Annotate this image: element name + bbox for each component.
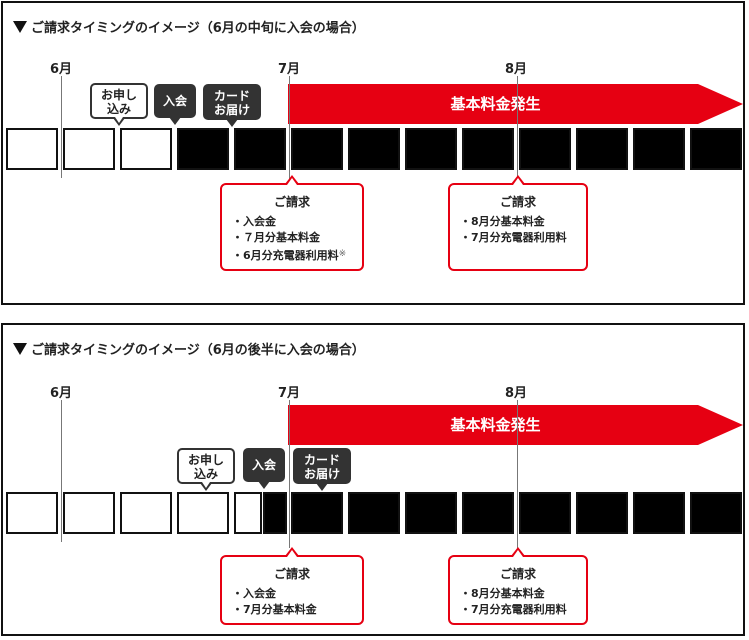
timeline-cell xyxy=(120,492,172,534)
bill-item: 7月分充電器利用料 xyxy=(460,230,576,246)
timeline-cell xyxy=(291,492,343,534)
timeline-cell xyxy=(348,128,400,170)
bill-item: 入会金 xyxy=(232,586,352,602)
bill-item: 7月分基本料金 xyxy=(232,602,352,618)
timeline-cell xyxy=(234,492,262,534)
timeline-cell xyxy=(6,492,58,534)
footnote-mark: ※ xyxy=(338,249,347,259)
timeline-panel-mid-june: ご請求タイミングのイメージ（6月の中旬に入会の場合） 6月 7月 8月 基本料金… xyxy=(1,1,745,305)
join-callout: 入会 xyxy=(243,448,285,489)
august-marker-line xyxy=(517,400,518,548)
june-marker-line xyxy=(61,400,62,542)
apply-callout: お申し 込み xyxy=(90,83,148,126)
timeline-cell xyxy=(690,128,742,170)
timeline-cell xyxy=(633,128,685,170)
timeline-cell xyxy=(462,128,514,170)
month-label-august: 8月 xyxy=(504,386,528,401)
timeline-cell xyxy=(291,128,343,170)
june-marker-line xyxy=(61,76,62,178)
bill-title: ご請求 xyxy=(499,195,536,209)
timeline-cell xyxy=(633,492,685,534)
timeline-cell xyxy=(690,492,742,534)
billing-start-label: 基本料金発生 xyxy=(450,416,541,434)
card-delivery-callout: カード お届け xyxy=(293,448,351,491)
panel-title: ご請求タイミングのイメージ（6月の後半に入会の場合） xyxy=(13,339,365,358)
timeline-cell xyxy=(405,128,457,170)
bill-item: 8月分基本料金 xyxy=(460,586,576,602)
timeline-cell xyxy=(6,128,58,170)
bill-items: 8月分基本料金 7月分充電器利用料 xyxy=(460,214,576,246)
bill-item: ７月分基本料金 xyxy=(232,230,352,246)
month-label-june: 6月 xyxy=(49,386,73,401)
triangle-down-icon xyxy=(13,21,27,33)
bill-item: 6月分充電器利用料※ xyxy=(232,246,352,264)
bill-box-august: ご請求 8月分基本料金 7月分充電器利用料 xyxy=(448,175,588,271)
month-label-june: 6月 xyxy=(49,62,73,77)
month-label-july: 7月 xyxy=(277,62,301,77)
arrow-shape xyxy=(288,84,743,124)
billing-start-arrow: 基本料金発生 xyxy=(288,405,743,445)
bill-title: ご請求 xyxy=(273,567,310,581)
join-callout: 入会 xyxy=(154,84,196,125)
timeline-cell xyxy=(519,492,571,534)
bill-items: 入会金 7月分基本料金 xyxy=(232,586,352,618)
timeline-cell xyxy=(405,492,457,534)
billing-start-arrow: 基本料金発生 xyxy=(288,84,743,124)
bill-box-august: ご請求 8月分基本料金 7月分充電器利用料 xyxy=(448,547,588,625)
july-marker-line xyxy=(289,76,290,181)
timeline-cell xyxy=(63,128,115,170)
bill-item: 8月分基本料金 xyxy=(460,214,576,230)
timeline-cell xyxy=(348,492,400,534)
bill-item: 7月分充電器利用料 xyxy=(460,602,576,618)
timeline-cell xyxy=(177,492,229,534)
bill-title: ご請求 xyxy=(273,195,310,209)
timeline-cell xyxy=(519,128,571,170)
july-marker-line xyxy=(289,400,290,548)
august-marker-line xyxy=(517,76,518,181)
bill-items: 入会金 ７月分基本料金 6月分充電器利用料※ xyxy=(232,214,352,264)
panel-title: ご請求タイミングのイメージ（6月の中旬に入会の場合） xyxy=(13,17,365,36)
timeline-panel-late-june: ご請求タイミングのイメージ（6月の後半に入会の場合） 6月 7月 8月 基本料金… xyxy=(1,323,745,636)
bill-box-july: ご請求 入会金 7月分基本料金 xyxy=(220,547,364,625)
timeline-cell xyxy=(120,128,172,170)
card-delivery-callout: カード お届け xyxy=(203,84,261,127)
month-label-august: 8月 xyxy=(504,62,528,77)
bill-items: 8月分基本料金 7月分充電器利用料 xyxy=(460,586,576,618)
bill-title: ご請求 xyxy=(499,567,536,581)
timeline-cell xyxy=(576,492,628,534)
bill-box-july: ご請求 入会金 ７月分基本料金 6月分充電器利用料※ xyxy=(220,175,364,271)
triangle-down-icon xyxy=(13,343,27,355)
billing-start-label: 基本料金発生 xyxy=(450,95,541,113)
timeline-cell xyxy=(576,128,628,170)
timeline-cell xyxy=(177,128,229,170)
timeline-cell xyxy=(462,492,514,534)
timeline-cell xyxy=(234,128,286,170)
month-label-july: 7月 xyxy=(277,386,301,401)
bill-item: 入会金 xyxy=(232,214,352,230)
arrow-shape xyxy=(288,405,743,445)
timeline-cell xyxy=(63,492,115,534)
timeline-cell xyxy=(263,492,287,534)
apply-callout: お申し 込み xyxy=(177,448,235,491)
